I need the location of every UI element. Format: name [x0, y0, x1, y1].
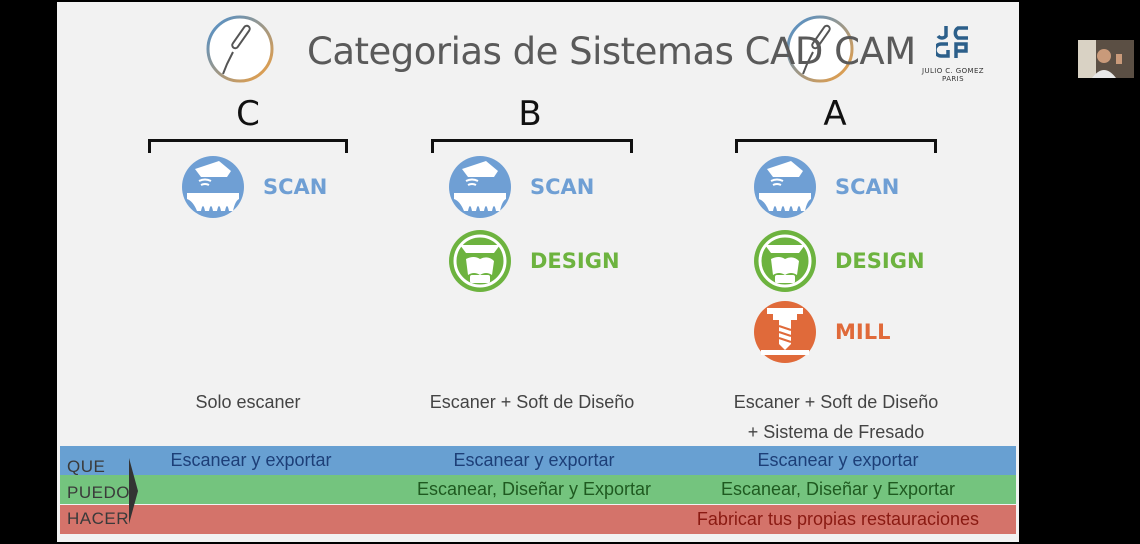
- module-mill: MILL: [753, 300, 890, 364]
- module-label: SCAN: [263, 175, 328, 199]
- category-letter-b: B: [518, 94, 542, 134]
- module-label: DESIGN: [530, 249, 620, 273]
- scan-icon: [449, 156, 511, 218]
- brand-logo: JULIO C. GOMEZ PARIS: [912, 24, 994, 83]
- category-description: Escaner + Soft de Diseño + Sistema de Fr…: [733, 392, 939, 442]
- module-label: MILL: [835, 320, 891, 344]
- brand-name: JULIO C. GOMEZ PARIS: [921, 67, 985, 83]
- category-letter-a: A: [823, 94, 847, 134]
- presentation-slide: Categorias de Sistemas CAD CAM JULIO C. …: [57, 2, 1019, 542]
- side-label-hacer: HACER: [67, 509, 130, 528]
- category-bracket: [735, 139, 937, 153]
- mill-icon: [754, 301, 816, 363]
- scan-icon: [182, 156, 244, 218]
- category-letter-c: C: [236, 94, 260, 134]
- presenter-avatar-icon: [1078, 40, 1134, 78]
- jcgp-logo-icon: [933, 26, 968, 58]
- category-bracket: [431, 139, 633, 153]
- intraoral-scanner-icon: [786, 15, 854, 83]
- module-scan: SCAN: [181, 155, 327, 219]
- module-label: SCAN: [530, 175, 595, 199]
- module-label: SCAN: [835, 175, 900, 199]
- webcam-thumbnail[interactable]: [1078, 40, 1134, 78]
- side-label-puedo: PUEDO: [67, 483, 130, 502]
- scan-icon: [754, 156, 816, 218]
- module-scan: SCAN: [753, 155, 899, 219]
- module-design: DESIGN: [753, 229, 925, 293]
- category-description: Escaner + Soft de Diseño: [429, 392, 635, 412]
- capability-band-green: Escanear, Diseñar y Exportar Escanear, D…: [60, 475, 1016, 504]
- module-label: DESIGN: [835, 249, 925, 273]
- module-scan: SCAN: [448, 155, 594, 219]
- intraoral-scanner-icon: [206, 15, 274, 83]
- category-description: Solo escaner: [195, 392, 301, 412]
- capability-band-blue: Escanear y exportar Escanear y exportar …: [60, 446, 1016, 475]
- side-label-que: QUE: [67, 457, 106, 476]
- capability-band-red: Fabricar tus propias restauraciones: [60, 505, 1016, 534]
- slide-title: Categorias de Sistemas CAD CAM: [307, 30, 916, 73]
- category-bracket: [148, 139, 348, 153]
- side-arrow-icon: [129, 458, 138, 524]
- design-icon: [449, 230, 511, 292]
- design-icon: [754, 230, 816, 292]
- module-design: DESIGN: [448, 229, 620, 293]
